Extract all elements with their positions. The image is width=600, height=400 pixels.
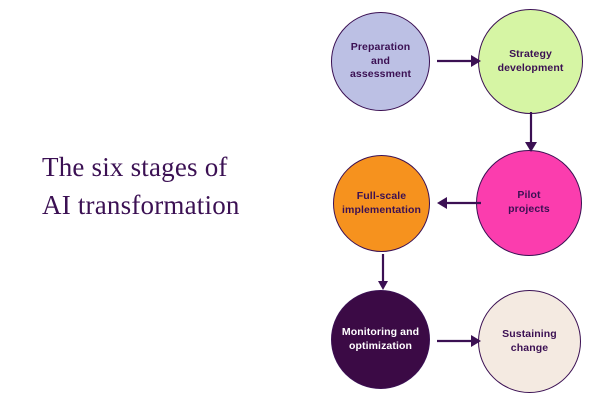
- arrow-fullscale-to-monitoring: [378, 254, 388, 290]
- arrow-preparation-to-strategy: [437, 55, 481, 67]
- arrow-monitoring-to-sustaining: [437, 335, 481, 347]
- stage-label-pilot: Pilot projects: [508, 189, 550, 215]
- arrow-strategy-to-pilot: [525, 112, 537, 152]
- stage-label-preparation: Preparation and assessment: [349, 40, 412, 81]
- stage-label-strategy: Strategy development: [497, 47, 564, 74]
- page-title: The six stages of AI transformation: [42, 152, 240, 221]
- stage-label-fullscale: Full-scale implementation: [342, 189, 421, 216]
- stage-label-monitoring: Monitoring and optimization: [341, 325, 420, 352]
- stage-node-preparation[interactable]: Preparation and assessment: [331, 12, 430, 111]
- arrow-pilot-to-fullscale: [437, 197, 481, 209]
- stage-node-sustaining[interactable]: Sustaining change: [478, 290, 581, 393]
- stage-node-monitoring[interactable]: Monitoring and optimization: [331, 290, 430, 389]
- stage-node-strategy[interactable]: Strategy development: [478, 9, 583, 114]
- stage-node-pilot[interactable]: Pilot projects: [476, 150, 582, 256]
- stage-label-sustaining: Sustaining change: [502, 327, 557, 354]
- stage-node-fullscale[interactable]: Full-scale implementation: [333, 155, 430, 252]
